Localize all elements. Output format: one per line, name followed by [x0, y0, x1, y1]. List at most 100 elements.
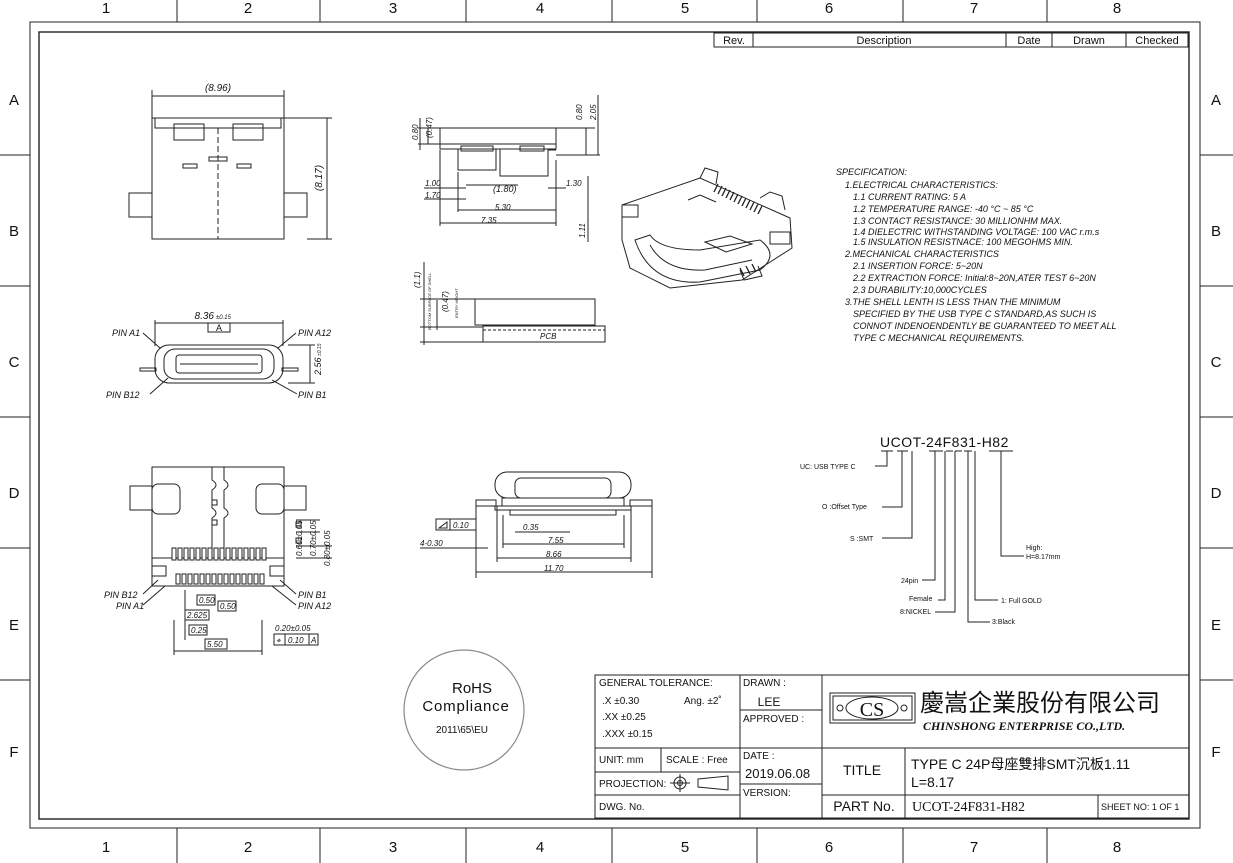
bv-dim-035: 0.35: [523, 523, 539, 532]
col-label-top: 3: [389, 0, 397, 17]
title-label: TITLE: [843, 762, 881, 778]
date-value: 2019.06.08: [745, 766, 810, 781]
tolerance-xx: .XX ±0.25: [602, 712, 646, 723]
flatness-value: 0.10: [453, 521, 469, 530]
row-label-right: A: [1211, 92, 1221, 109]
row-label-right: E: [1211, 617, 1221, 634]
dim-205: 2.05: [589, 104, 598, 121]
col-label-bottom: 8: [1113, 839, 1121, 856]
spec-line: 1.5 INSULATION RESISTNACE: 100 MEGOHMS M…: [853, 237, 1073, 247]
col-label-bottom: 1: [102, 839, 110, 856]
pin-label-b1: PIN B1: [298, 390, 327, 400]
col-label-top: 2: [244, 0, 252, 17]
rohs-line3: 2011\65\EU: [436, 725, 488, 736]
fp-dim-010: 0.10: [288, 636, 304, 645]
border-labels: 1 2 3 4 5 6 7 8 1 2 3 4 5 6 7 8 A B C D …: [9, 0, 1222, 856]
spec-line: 2.1 INSERTION FORCE: 5~20N: [852, 261, 983, 271]
row-label-right: B: [1211, 223, 1221, 240]
dim-080-b: 0.80: [575, 104, 584, 120]
col-label-top: 7: [970, 0, 978, 17]
dwg-no-label: DWG. No.: [599, 802, 645, 813]
dim-170: 1.70: [425, 191, 441, 200]
fp-datum-a: A: [310, 636, 316, 645]
fp-pin-b1: PIN B1: [298, 590, 327, 600]
checked-header: Checked: [1135, 35, 1178, 47]
part-no-value: UCOT-24F831-H82: [912, 800, 1025, 815]
spec-line: 2.3 DURABILITY:10,000CYCLES: [852, 285, 987, 295]
bottom-view-dims: 4-0.30 0.35 7.55 8.66 11.70: [420, 523, 564, 573]
pin-label-a1: PIN A1: [112, 328, 140, 338]
col-label-bottom: 2: [244, 839, 252, 856]
row-label-right: D: [1211, 485, 1222, 502]
code-legend-24pin: 24pin: [901, 578, 918, 585]
dim-front-height-tol: ±0.15: [317, 343, 323, 356]
rohs-line1: RoHS: [452, 680, 492, 697]
spec-line: SPECIFIED BY THE USB TYPE C STANDARD,AS …: [853, 309, 1096, 319]
spec-line: 1.4 DIELECTRIC WITHSTANDING VOLTAGE: 100…: [853, 227, 1100, 237]
pcb-label: PCB: [540, 332, 557, 341]
dim-047: (0.47): [425, 117, 434, 138]
title-value-1: TYPE C 24P母座雙排SMT沉板1.11: [911, 756, 1130, 772]
col-label-bottom: 4: [536, 839, 544, 856]
dim-0-47-mount: (0.47): [441, 291, 450, 312]
rohs-stamp: RoHS Compliance 2011\65\EU: [403, 649, 525, 771]
note-entry: ENTRY HEIGHT: [454, 288, 459, 318]
revision-table: Rev. Description Date Drawn Checked: [713, 32, 1189, 48]
approved-label: APPROVED :: [743, 714, 804, 725]
row-label-left: C: [9, 354, 20, 371]
dim-080-a: 0.80: [411, 124, 420, 140]
pin-label-b12: PIN B12: [106, 390, 140, 400]
fp-dim-060: 0.60±0.05: [295, 520, 304, 556]
footprint-pin-labels: PIN B12 PIN A1 PIN B1 PIN A12: [104, 590, 331, 611]
fp-pos-sym: ⌖: [276, 636, 282, 645]
bv-dim-4x030: 4-0.30: [420, 539, 443, 548]
fp-dim-2625: 2.625: [186, 611, 208, 620]
dim-111: 1.11: [578, 223, 587, 238]
row-label-left: E: [9, 617, 19, 634]
fp-pin-a12: PIN A12: [298, 601, 331, 611]
unit-label: UNIT: mm: [599, 755, 643, 766]
dim-overall-width: (8.96): [205, 83, 231, 94]
spec-line: 1.1 CURRENT RATING: 5 A: [853, 192, 966, 202]
dim-front-height: 2.56: [313, 357, 323, 376]
code-legend-gold: 1: Full GOLD: [1001, 598, 1042, 605]
footprint-pads: [171, 499, 302, 585]
dim-front-width-tol: ±0.15: [216, 315, 232, 321]
company-logo: [829, 692, 916, 724]
row-label-left: B: [9, 223, 19, 240]
title-block: [594, 674, 1190, 819]
projection-label: PROJECTION:: [599, 779, 666, 790]
dim-130: 1.30: [566, 179, 582, 188]
col-label-top: 4: [536, 0, 544, 17]
flatness-box: [435, 518, 477, 531]
col-label-bottom: 6: [825, 839, 833, 856]
top-view: [128, 90, 332, 240]
drawn-label: DRAWN :: [743, 678, 786, 689]
row-label-left: D: [9, 485, 20, 502]
code-legend-black: 3:Black: [992, 619, 1015, 626]
row-label-right: F: [1211, 744, 1220, 761]
code-legend-offset: O :Offset Type: [822, 504, 867, 511]
spec-line: 1.2 TEMPERATURE RANGE: -40 °C ~ 85 °C: [853, 204, 1034, 214]
col-label-bottom: 5: [681, 839, 689, 856]
date-label: DATE :: [743, 751, 774, 762]
part-code: UCOT-24F831-H82: [880, 434, 1009, 450]
company-name-cn: 慶嵩企業股份有限公司: [920, 690, 1160, 717]
title-block-text: GENERAL TOLERANCE: .X ±0.30 Ang. ±2˚ .XX…: [599, 678, 1179, 815]
tolerance-x: .X ±0.30: [602, 696, 640, 707]
logo-text: CS: [860, 699, 884, 721]
code-legend-uc: UC: USB TYPE C: [800, 464, 856, 471]
pin-label-a12: PIN A12: [298, 328, 331, 338]
projection-symbol-icon: [670, 774, 729, 792]
rev-header: Rev.: [723, 35, 745, 47]
dim-735: 7.35: [481, 216, 497, 225]
scale-label: SCALE : Free: [666, 755, 728, 766]
spec-line: SPECIFICATION:: [836, 167, 907, 177]
mount-view: [420, 262, 606, 345]
description-header: Description: [856, 35, 911, 47]
code-legend-height: H=8.17mm: [1026, 554, 1061, 561]
fp-dim-550: 5.50: [207, 640, 223, 649]
tolerance-xxx: .XXX ±0.15: [602, 729, 653, 740]
flatness-icon: [437, 521, 448, 529]
